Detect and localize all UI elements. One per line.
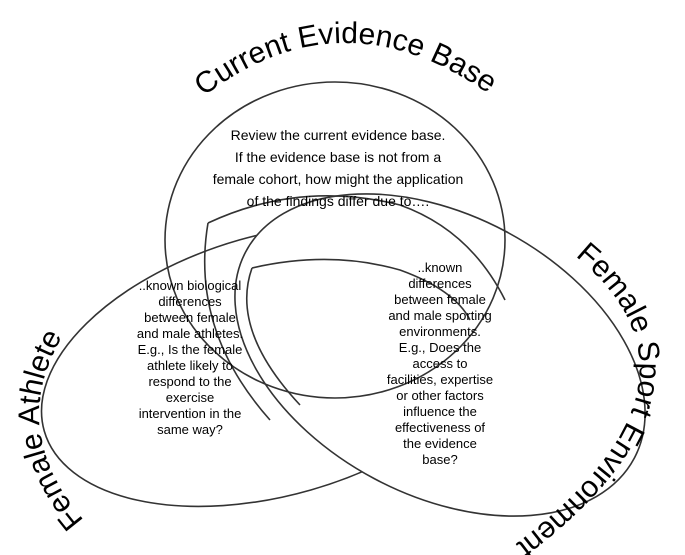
- text-line: base?: [422, 452, 457, 467]
- text-line: E.g., Is the female: [138, 342, 243, 357]
- text-line: E.g., Does the: [399, 340, 481, 355]
- text-line: between female: [394, 292, 486, 307]
- text-line: the evidence: [403, 436, 477, 451]
- text-line: and male sporting: [388, 308, 491, 323]
- text-line: same way?: [157, 422, 223, 437]
- text-line: of the findings differ due to….: [247, 193, 430, 209]
- text-line: effectiveness of: [395, 420, 485, 435]
- text-line: ..known biological: [139, 278, 242, 293]
- text-line: ..known: [418, 260, 463, 275]
- ribbon-band: [203, 195, 506, 421]
- text-line: differences: [408, 276, 472, 291]
- left-description: ..known biological differences between f…: [137, 278, 243, 437]
- text-line: or other factors: [396, 388, 484, 403]
- text-line: female cohort, how might the application: [213, 171, 464, 187]
- text-line: exercise: [166, 390, 214, 405]
- text-line: respond to the: [148, 374, 231, 389]
- text-line: Review the current evidence base.: [231, 127, 446, 143]
- text-line: If the evidence base is not from a: [235, 149, 441, 165]
- circle-female-sport-environment: [234, 193, 646, 517]
- top-description: Review the current evidence base. If the…: [213, 127, 464, 209]
- text-line: environments.: [399, 324, 481, 339]
- text-line: access to: [413, 356, 468, 371]
- circle-current-evidence-base: [164, 81, 506, 399]
- right-description: ..known differences between female and m…: [387, 260, 493, 467]
- text-line: between female: [144, 310, 236, 325]
- text-line: facilities, expertise: [387, 372, 493, 387]
- text-line: differences: [158, 294, 222, 309]
- text-line: influence the: [403, 404, 477, 419]
- text-line: athlete likely to: [147, 358, 233, 373]
- text-line: intervention in the: [139, 406, 242, 421]
- title-current-evidence-base: Current Evidence Base: [188, 17, 502, 102]
- text-line: and male athletes.: [137, 326, 243, 341]
